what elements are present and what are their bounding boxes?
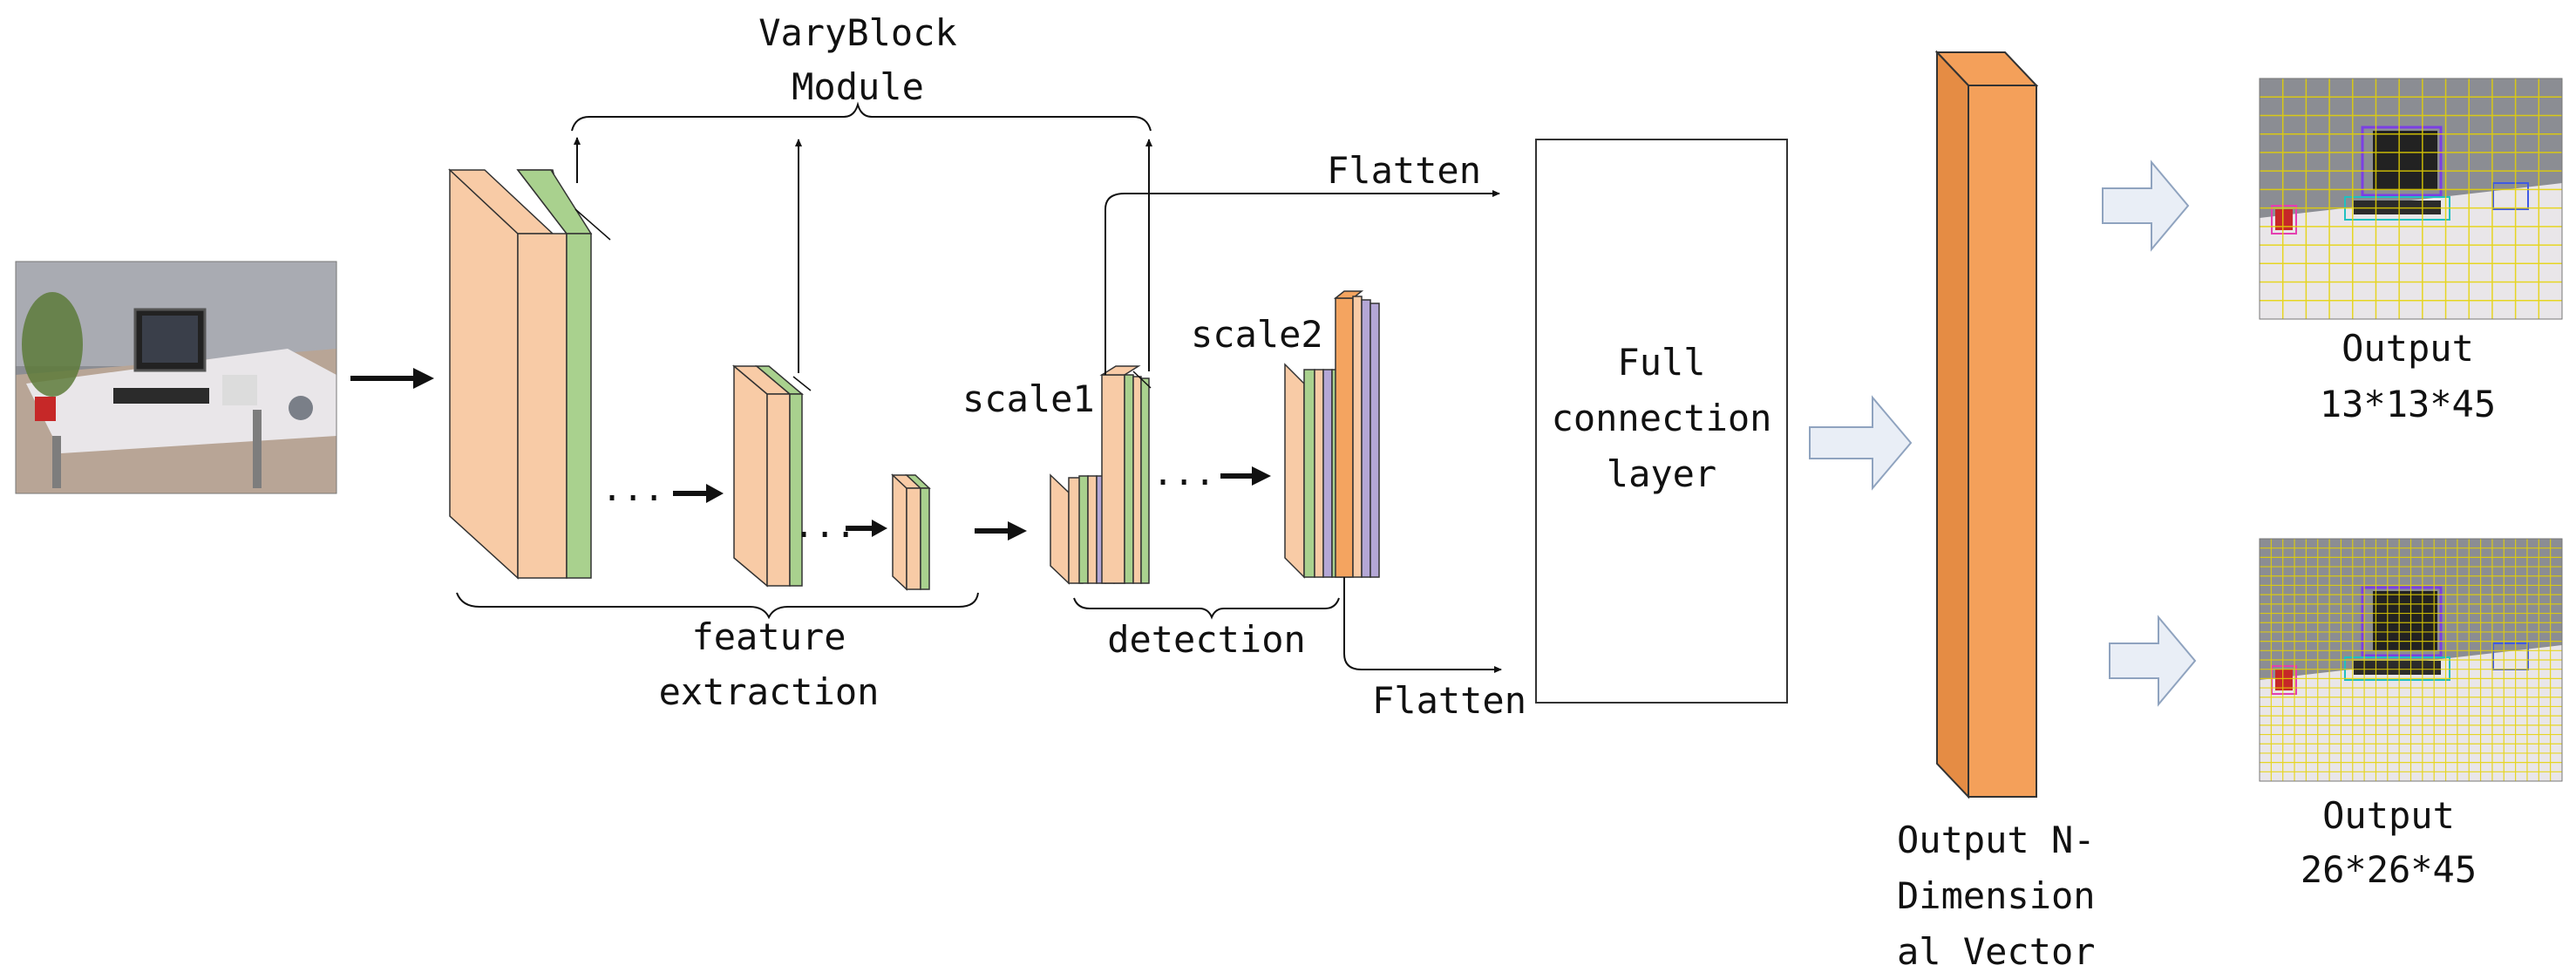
full-connection-layer-box: [1535, 139, 1788, 704]
input-arrow: [350, 368, 434, 389]
output-photo-grid-26: [2260, 539, 2562, 781]
scale1-label: scale1: [962, 377, 1095, 420]
feature-block-1: [448, 168, 611, 580]
output2-label-1: Output: [2322, 794, 2455, 837]
varyblock-label-1: VaryBlock: [758, 11, 957, 54]
ellipsis-1: ...: [602, 469, 664, 509]
hollow-right-arrow-2: [2102, 160, 2190, 252]
detection-input-arrow: [975, 521, 1027, 540]
flatten-top-label: Flatten: [1327, 149, 1481, 192]
output2-label-2: 26*26*45: [2301, 848, 2477, 891]
output-vector-bar: [1934, 50, 2039, 799]
ellipsis-arrow-2: [846, 520, 887, 537]
flatten-bottom-connector: [1343, 577, 1502, 673]
hollow-right-arrow-3: [2109, 615, 2197, 707]
hollow-right-arrow-1: [1809, 395, 1913, 491]
full-connection-label-2: connection: [1552, 397, 1772, 439]
ellipsis-arrow-3: [1220, 466, 1271, 486]
feature-extraction-label-1: feature: [691, 615, 846, 658]
ellipsis-arrow-1: [673, 484, 724, 503]
input-photo: [16, 262, 336, 493]
vector-label-1: Output N-: [1897, 819, 2096, 861]
vector-label-3: al Vector: [1897, 930, 2096, 973]
full-connection-label-3: layer: [1607, 452, 1716, 495]
ellipsis-3: ...: [1152, 453, 1215, 493]
scale1-block-group: [1050, 365, 1152, 585]
detection-label: detection: [1107, 618, 1306, 661]
output1-label-2: 13*13*45: [2320, 383, 2496, 425]
varyblock-bracket: [571, 101, 1152, 132]
detection-brace: [1073, 597, 1340, 620]
vector-label-2: Dimension: [1897, 874, 2096, 917]
varyblock-label-2: Module: [792, 65, 924, 108]
flatten-top-connector: [1104, 190, 1500, 375]
output-photo-grid-13: [2260, 78, 2562, 319]
flatten-bottom-label: Flatten: [1372, 679, 1526, 722]
output1-label-1: Output: [2342, 327, 2474, 370]
input-photo-border: [15, 261, 337, 494]
feature-extraction-label-2: extraction: [659, 670, 880, 713]
scale2-block-group: [1284, 290, 1380, 579]
full-connection-label-1: Full: [1617, 341, 1705, 384]
scale2-label: scale2: [1191, 313, 1323, 356]
feature-block-2: [731, 364, 812, 588]
feature-extraction-brace: [456, 592, 979, 620]
feature-block-3: [891, 473, 931, 591]
